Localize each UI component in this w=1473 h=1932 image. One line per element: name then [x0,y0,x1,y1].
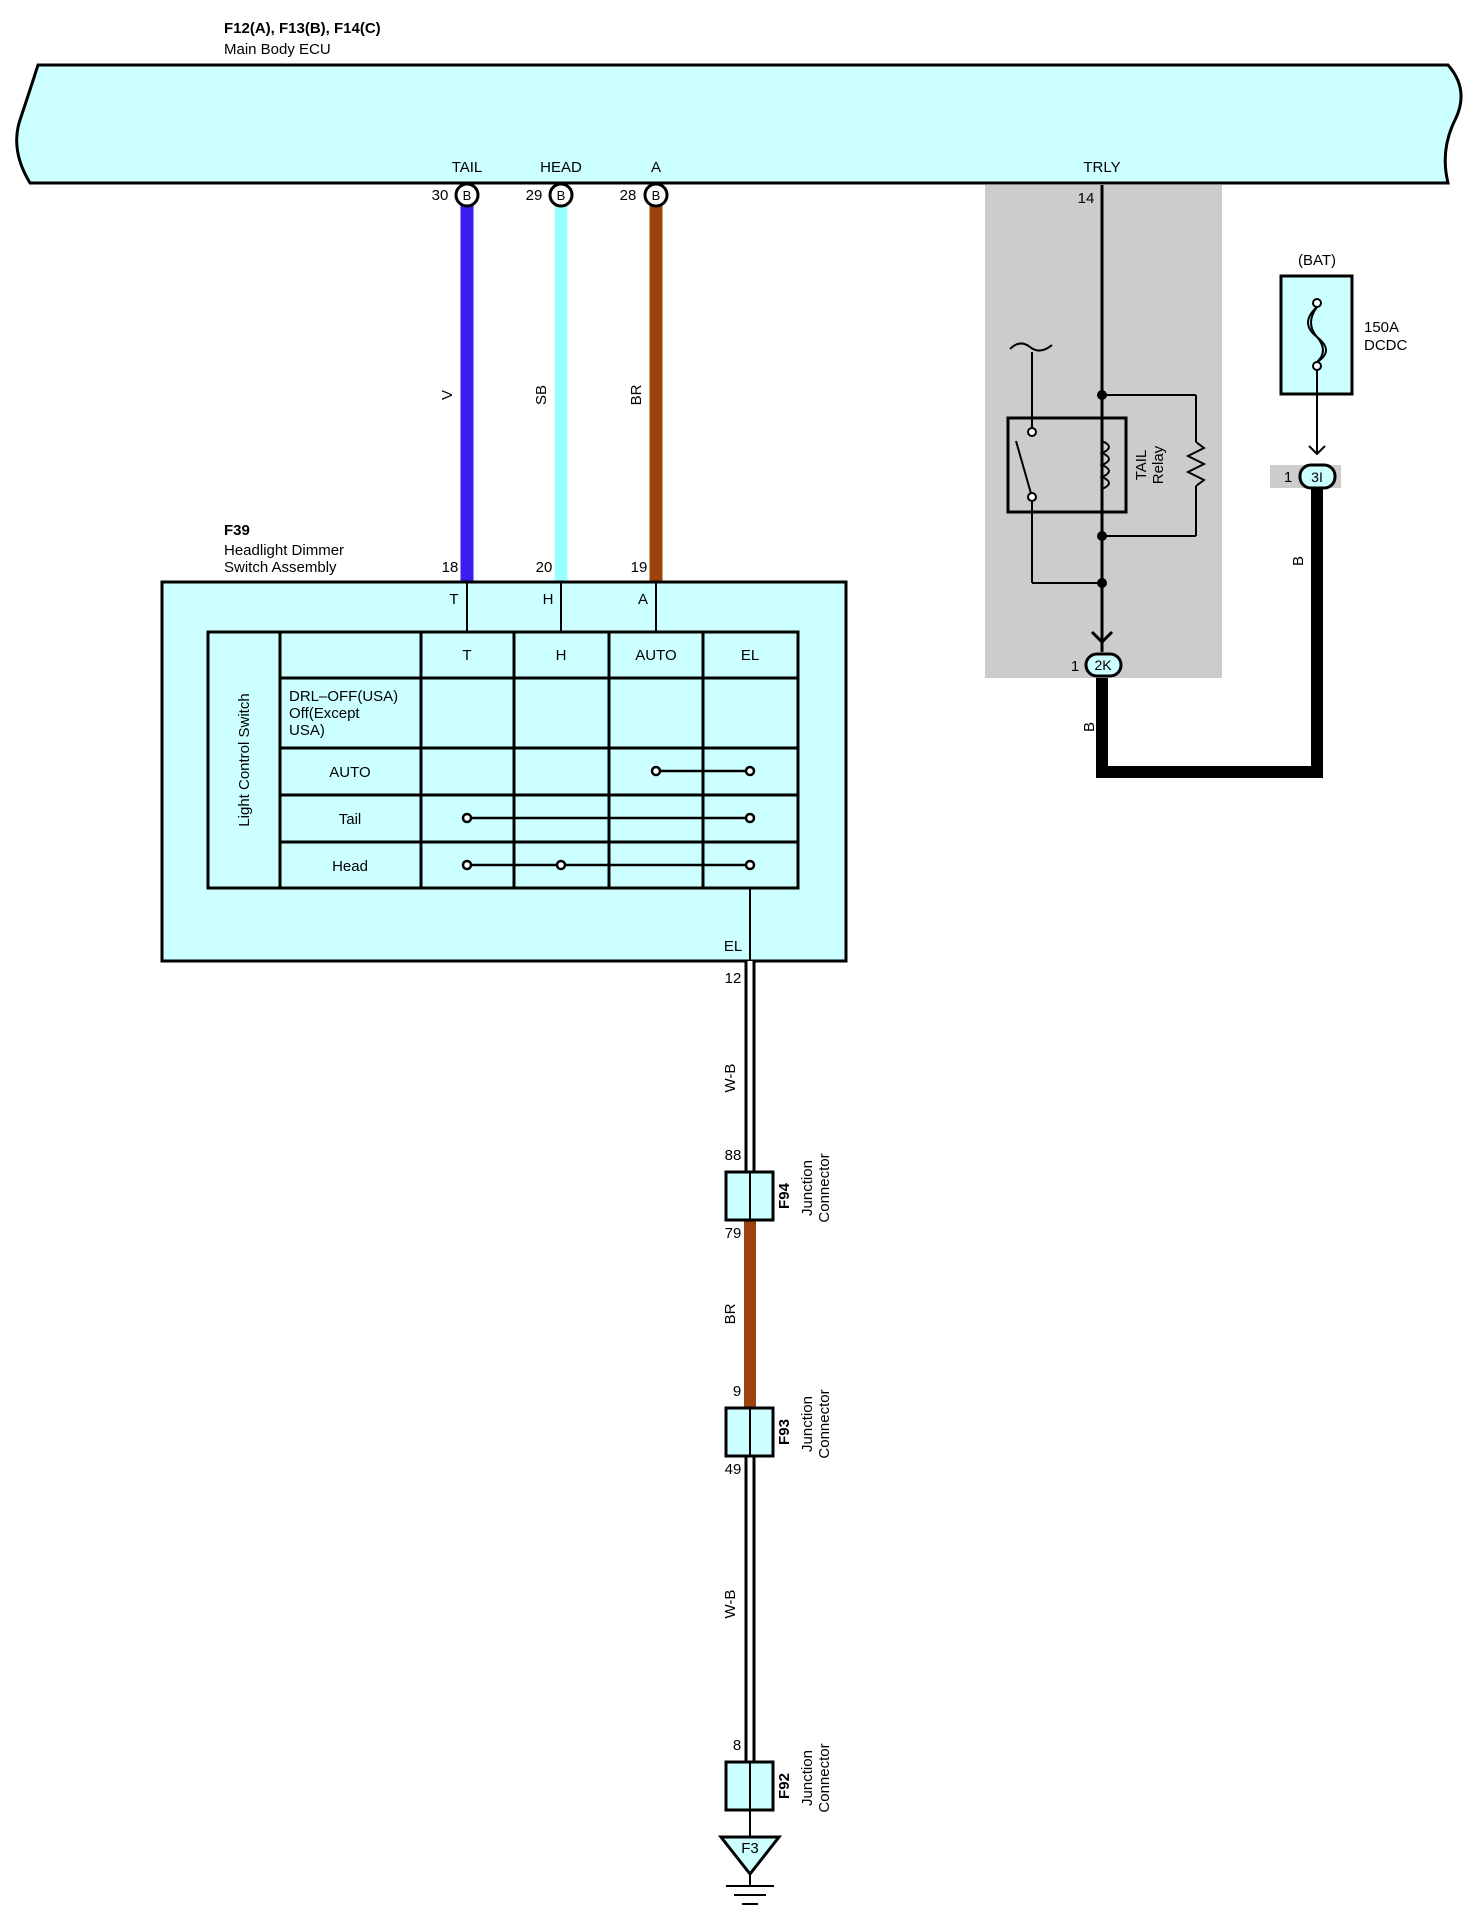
switch-name-1: Headlight Dimmer [224,542,344,559]
junction-f93-name-1: Junction [799,1396,816,1452]
switch-name-2: Switch Assembly [224,559,337,576]
svg-text:B: B [652,188,661,203]
relay-pin-14: 14 [1078,190,1095,207]
junction-f92-pin-in: 8 [733,1737,741,1754]
junction-f93-ref: F93 [776,1419,793,1445]
ecu-pin-29: 29 [526,187,543,204]
ground-symbol [717,1835,783,1905]
switch-pin-19: 19 [631,559,648,576]
fuse-name: DCDC [1364,337,1407,354]
fuse-rating: 150A [1364,319,1399,336]
wire-relay-out-code: B [1081,722,1098,732]
fuse-arrow [1308,445,1326,456]
junction-f93 [724,1406,775,1458]
switch-pin-18: 18 [442,559,459,576]
ecu-pin-head-label: HEAD [540,159,582,176]
switch-term-h: H [543,591,554,608]
switch-col-t: T [462,647,471,664]
junction-f93-pin-in: 9 [733,1383,741,1400]
tail-relay [1006,185,1207,652]
svg-text:B: B [463,188,472,203]
junction-f92-ref: F92 [776,1773,793,1799]
switch-internal-leads [466,582,751,961]
switch-table-side-label: Light Control Switch [236,693,253,826]
wire-ground-2-code: W-B [722,1590,739,1619]
wire-tail-code: V [439,390,456,400]
wire-bat-code: B [1290,556,1307,566]
switch-row-tail: Tail [339,811,362,828]
svg-text:B: B [557,188,566,203]
ecu-pin-30: 30 [432,187,449,204]
ecu-pin-28: 28 [620,187,637,204]
ecu-connector-head: B [548,182,574,208]
junction-f92 [724,1760,775,1812]
switch-table [206,630,800,890]
wire-auto-code: BR [628,384,645,405]
fuse-dcdc [1279,274,1354,396]
fuse-source: (BAT) [1298,252,1336,269]
wire-ground-1-code: W-B [722,1064,739,1093]
switch-term-a: A [638,591,648,608]
switch-row-off-line3: USA) [289,722,325,739]
wire-b-loop [1096,488,1323,778]
junction-f92-name-2: Connector [816,1743,833,1812]
junction-f94 [724,1170,775,1222]
ecu-pin-trly-label: TRLY [1083,159,1120,176]
switch-term-t: T [449,591,458,608]
ground-ref: F3 [741,1840,759,1857]
ecu-connector-a: B [643,182,669,208]
relay-connector-2k: 2K [1084,652,1123,678]
wire-junction-code: BR [722,1303,739,1324]
switch-col-h: H [556,647,567,664]
ecu-pin-tail-label: TAIL [452,159,483,176]
ecu-pin-a-label: A [651,159,661,176]
relay-name-2: Relay [1150,445,1167,484]
ecu-connector-tail: B [454,182,480,208]
bat-connector-3i: 3I [1298,463,1337,490]
ecu-body [15,63,1463,185]
switch-row-head: Head [332,858,368,875]
switch-ref: F39 [224,522,250,539]
switch-row-off-line2: Off(Except [289,705,360,722]
junction-f94-name-1: Junction [799,1160,816,1216]
bat-conn-pin: 1 [1284,469,1292,486]
junction-f94-pin-in: 88 [725,1147,742,1164]
junction-f93-name-2: Connector [816,1389,833,1458]
junction-f94-ref: F94 [776,1182,793,1209]
relay-junction-dots [1097,390,1107,588]
junction-f92-name-1: Junction [799,1750,816,1806]
switch-row-auto: AUTO [329,764,370,781]
switch-col-auto: AUTO [635,647,676,664]
junction-f94-name-2: Connector [816,1153,833,1222]
switch-pin-12: 12 [725,970,742,987]
switch-row-off-line1: DRL–OFF(USA) [289,688,398,705]
ecu-name: Main Body ECU [224,41,331,58]
ecu-ref: F12(A), F13(B), F14(C) [224,20,381,37]
relay-conn-pin: 1 [1071,658,1079,675]
switch-term-el: EL [724,938,742,955]
wire-head-code: SB [533,385,550,405]
switch-contacts [461,765,756,871]
relay-name-1: TAIL [1133,450,1150,481]
switch-col-el: EL [741,647,759,664]
svg-text:2K: 2K [1094,657,1112,673]
switch-pin-20: 20 [536,559,553,576]
junction-f94-pin-out: 79 [725,1225,742,1242]
svg-text:3I: 3I [1311,469,1323,485]
junction-f93-pin-out: 49 [725,1461,742,1478]
